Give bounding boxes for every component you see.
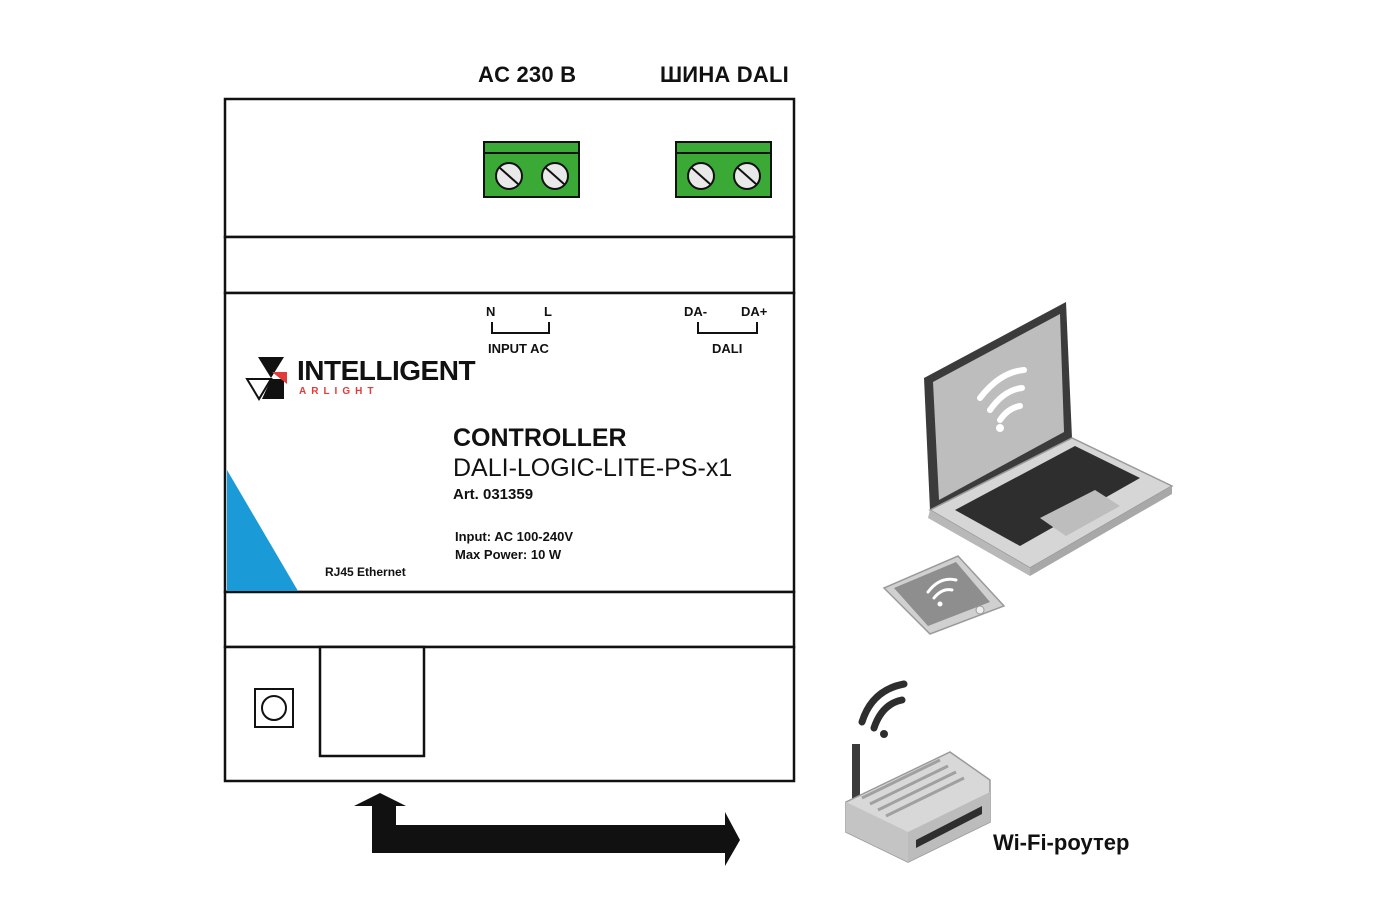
da-plus-label: DA+ xyxy=(741,304,768,319)
da-minus-label: DA- xyxy=(684,304,708,319)
brand-logo-icon xyxy=(245,357,287,401)
device-article: Art. 031359 xyxy=(453,486,534,503)
router-label: Wi-Fi-роутер xyxy=(993,830,1130,855)
l-terminal-label: L xyxy=(544,304,552,319)
dali-label: DALI xyxy=(712,341,743,356)
module-bottom-section xyxy=(223,645,796,783)
module-upper-rail xyxy=(223,235,796,295)
router-icon xyxy=(845,680,991,863)
blue-accent-triangle xyxy=(227,470,298,591)
ac-terminal-block xyxy=(483,141,580,198)
brand-sub: ARLIGHT xyxy=(299,386,379,397)
device-input-spec: Input: AC 100-240V xyxy=(455,529,573,544)
dali-terminal-block xyxy=(675,141,772,198)
smartphone-icon xyxy=(882,555,1006,635)
input-ac-bracket xyxy=(491,322,550,334)
device-type: CONTROLLER xyxy=(453,424,627,452)
input-ac-label: INPUT AC xyxy=(488,341,549,356)
reset-button-icon xyxy=(261,695,287,721)
network-arrow-icon xyxy=(354,793,740,866)
dali-terminal-title: ШИНА DALI xyxy=(660,62,789,87)
brand-name: INTELLIGENT xyxy=(297,355,476,386)
ac-terminal-title: AC 230 B xyxy=(478,62,577,87)
n-terminal-label: N xyxy=(486,304,496,319)
device-power-spec: Max Power: 10 W xyxy=(455,547,562,562)
module-front-panel xyxy=(223,291,796,594)
rj45-label: RJ45 Ethernet xyxy=(325,565,406,579)
rj45-port xyxy=(318,645,426,758)
dali-bracket xyxy=(697,322,758,334)
device-model: DALI-LOGIC-LITE-PS-x1 xyxy=(453,454,733,482)
module-lower-rail xyxy=(223,590,796,649)
laptop-icon xyxy=(924,302,1174,576)
